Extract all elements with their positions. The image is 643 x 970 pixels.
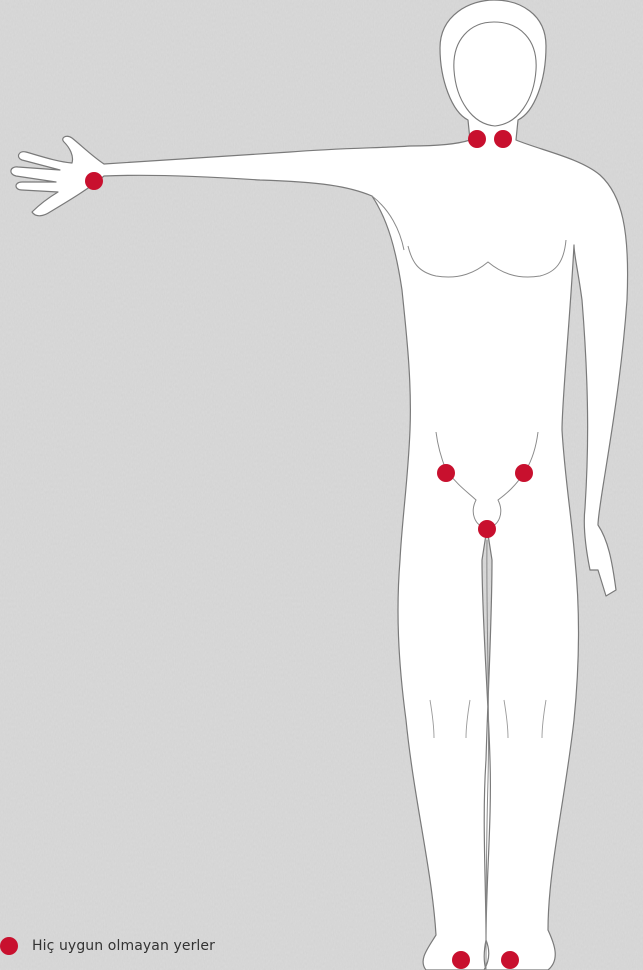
marker-foot-left xyxy=(452,951,470,969)
legend-marker-icon xyxy=(0,937,18,955)
marker-foot-right xyxy=(501,951,519,969)
marker-groin-left xyxy=(437,464,455,482)
legend: Hiç uygun olmayan yerler xyxy=(0,935,215,957)
marker-neck-left xyxy=(468,130,486,148)
marker-hand-palm xyxy=(85,172,103,190)
marker-genitals xyxy=(478,520,496,538)
marker-groin-right xyxy=(515,464,533,482)
legend-label: Hiç uygun olmayan yerler xyxy=(32,938,215,954)
marker-neck-right xyxy=(494,130,512,148)
body-silhouette xyxy=(11,0,628,970)
